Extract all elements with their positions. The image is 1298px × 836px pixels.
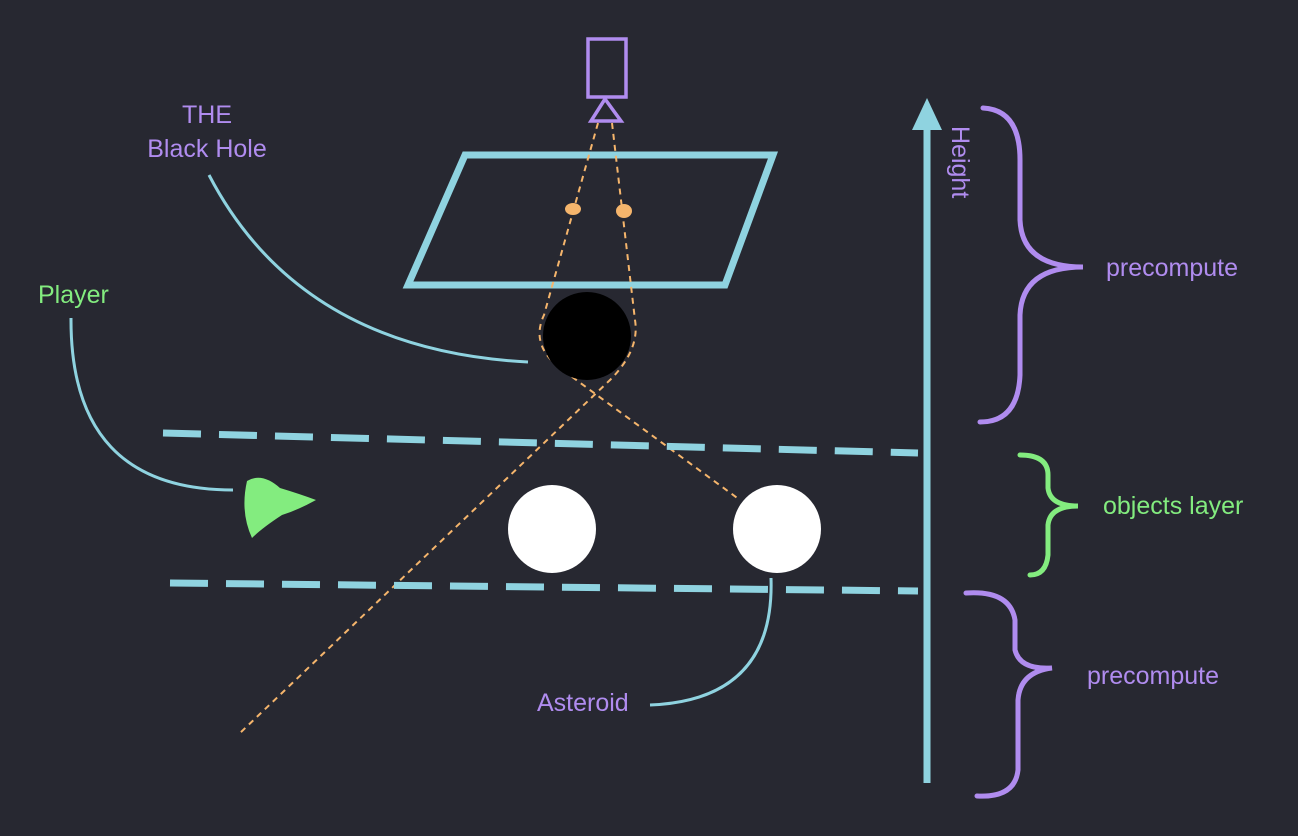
asteroid-pointer: [649, 577, 773, 707]
black-hole-label-line2: Black Hole: [147, 135, 267, 163]
height-axis-arrowhead: [912, 98, 942, 130]
ship-icon: [244, 477, 316, 538]
brace-objects-layer: [1017, 452, 1079, 578]
layer-line-bottom: [169, 579, 919, 595]
ray-point-left: [565, 203, 581, 215]
player-pointer: [69, 317, 234, 492]
ray-point-right: [616, 204, 632, 218]
height-label: Height: [946, 126, 974, 198]
asteroid-left: [508, 485, 596, 573]
asteroid-right: [733, 485, 821, 573]
player-label: Player: [38, 281, 109, 309]
black-hole-label-line1: THE: [182, 101, 232, 129]
ray-intersection-points: [565, 203, 632, 218]
camera-icon: [586, 37, 628, 123]
brace-precompute-top: [977, 105, 1084, 425]
precompute-top-label: precompute: [1106, 254, 1238, 282]
precompute-bottom-label: precompute: [1087, 662, 1219, 690]
light-rays: [239, 122, 741, 734]
brace-precompute-bottom: [963, 590, 1053, 799]
objects-layer-label: objects layer: [1103, 492, 1243, 520]
ray-right: [239, 122, 637, 734]
black-hole: [543, 292, 631, 380]
asteroid-label: Asteroid: [537, 689, 629, 717]
layer-line-top: [162, 429, 919, 457]
screen-plane: [402, 151, 779, 289]
black-hole-pointer: [207, 174, 529, 364]
